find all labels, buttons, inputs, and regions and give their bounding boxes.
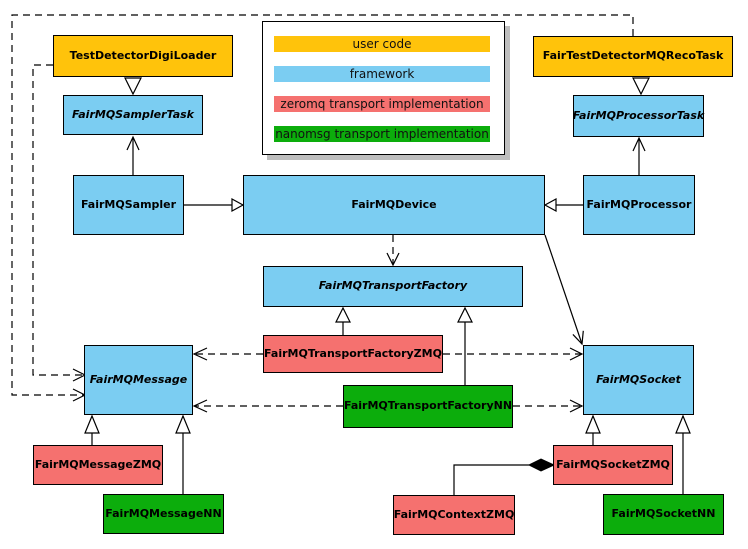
arrowhead-sampler-to-samplertask bbox=[126, 135, 140, 151]
node-label: FairMQSampler bbox=[80, 197, 177, 211]
node-fairmq-context-zmq: FairMQContextZMQ bbox=[393, 495, 515, 535]
arrowhead-factorynn-to-socket bbox=[569, 399, 584, 413]
node-fairmq-sampler-task: FairMQSamplerTask bbox=[63, 95, 203, 135]
legend-item-framework: framework bbox=[274, 66, 490, 82]
node-fairmq-message-nn: FairMQMessageNN bbox=[103, 494, 224, 534]
node-fairmq-transport-factory-zmq: FairMQTransportFactoryZMQ bbox=[263, 335, 443, 373]
node-fairmq-socket-zmq: FairMQSocketZMQ bbox=[553, 445, 673, 485]
legend-item-user-code: user code bbox=[274, 36, 490, 52]
triangle-socketnn-socket bbox=[675, 414, 691, 434]
legend-label: framework bbox=[349, 67, 415, 81]
arrowhead-device-to-factory bbox=[386, 252, 400, 267]
triangle-factorynn-factory bbox=[457, 306, 473, 323]
arrowhead-processor-to-processortask bbox=[632, 136, 646, 152]
node-fairmq-transport-factory-nn: FairMQTransportFactoryNN bbox=[343, 385, 513, 428]
node-label: FairMQProcessorTask bbox=[572, 108, 705, 122]
triangle-messagezmq-message bbox=[84, 414, 100, 434]
node-fairmq-transport-factory: FairMQTransportFactory bbox=[263, 266, 523, 307]
node-label: FairMQSocketZMQ bbox=[556, 457, 670, 471]
edge-device-to-socket bbox=[544, 234, 583, 345]
triangle-factoryzmq-factory bbox=[335, 306, 351, 323]
arrowhead-device-to-socket bbox=[572, 330, 584, 346]
node-label: FairMQSocket bbox=[596, 372, 681, 386]
node-label: FairMQDevice bbox=[351, 197, 437, 211]
edge-digiloader-to-message bbox=[32, 64, 84, 376]
node-label: FairMQTransportFactoryNN bbox=[343, 399, 513, 413]
node-fairmq-message: FairMQMessage bbox=[84, 345, 193, 415]
legend: user code framework zeromq transport imp… bbox=[262, 21, 505, 155]
arrowhead-factoryzmq-to-socket bbox=[569, 347, 584, 361]
triangle-processor-device bbox=[543, 197, 557, 213]
node-label: FairTestDetectorMQRecoTask bbox=[542, 49, 724, 63]
legend-label: zeromq transport implementation bbox=[280, 97, 484, 111]
triangle-socketzmq-socket bbox=[585, 414, 601, 434]
node-label: FairMQTransportFactory bbox=[318, 279, 468, 293]
node-label: TestDetectorDigiLoader bbox=[69, 48, 217, 62]
node-test-detector-digi-loader: TestDetectorDigiLoader bbox=[53, 35, 233, 77]
triangle-messagenn-message bbox=[175, 414, 191, 434]
node-fair-test-detector-mq-reco-task: FairTestDetectorMQRecoTask bbox=[533, 36, 733, 77]
node-fairmq-socket: FairMQSocket bbox=[583, 345, 694, 415]
triangle-digiloader-samplertask bbox=[124, 77, 142, 96]
node-label: FairMQTransportFactoryZMQ bbox=[264, 346, 442, 360]
arrowhead-factoryzmq-to-message bbox=[192, 347, 208, 361]
node-fairmq-processor: FairMQProcessor bbox=[583, 175, 695, 235]
node-fairmq-processor-task: FairMQProcessorTask bbox=[573, 95, 704, 137]
node-fairmq-sampler: FairMQSampler bbox=[73, 175, 184, 235]
node-label: FairMQMessageNN bbox=[105, 506, 222, 520]
legend-item-zeromq: zeromq transport implementation bbox=[274, 96, 490, 112]
node-fairmq-socket-nn: FairMQSocketNN bbox=[603, 494, 724, 535]
diamond-contextzmq-socketzmq bbox=[527, 458, 556, 472]
edge-recotask-to-message bbox=[11, 14, 634, 396]
node-fairmq-message-zmq: FairMQMessageZMQ bbox=[33, 445, 163, 485]
node-label: FairMQContextZMQ bbox=[393, 507, 515, 521]
node-label: FairMQMessageZMQ bbox=[34, 457, 162, 471]
node-label: FairMQSamplerTask bbox=[72, 107, 194, 121]
node-label: FairMQProcessor bbox=[586, 197, 692, 211]
legend-label: user code bbox=[352, 37, 412, 51]
triangle-recotask-processortask bbox=[632, 77, 650, 96]
arrowhead-factorynn-to-message bbox=[192, 399, 208, 413]
node-label: FairMQSocketNN bbox=[611, 507, 716, 521]
legend-item-nanomsg: nanomsg transport implementation bbox=[274, 126, 490, 142]
triangle-sampler-device bbox=[231, 197, 245, 213]
node-fairmq-device: FairMQDevice bbox=[243, 175, 545, 235]
node-label: FairMQMessage bbox=[89, 372, 188, 386]
edge-contextzmq-to-socketzmq bbox=[453, 464, 529, 495]
legend-label: nanomsg transport implementation bbox=[275, 127, 489, 141]
